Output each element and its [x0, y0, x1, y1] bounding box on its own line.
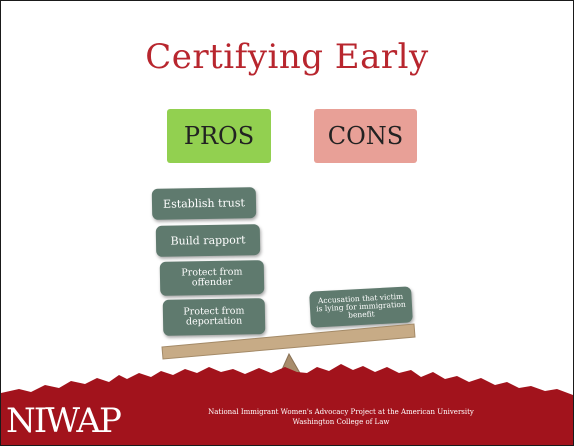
footer-organization: National Immigrant Women's Advocacy Proj…: [161, 407, 521, 427]
cons-item: Accusation that victim is lying for immi…: [309, 286, 413, 328]
fulcrum-triangle: [270, 352, 313, 395]
pros-item: Establish trust: [151, 187, 257, 220]
pros-item-text: Protect from deportation: [183, 305, 245, 328]
pros-item-text: Build rapport: [170, 233, 246, 248]
pros-item: Protect from deportation: [162, 298, 266, 336]
cons-box-bg: [314, 109, 417, 163]
pros-item: Build rapport: [155, 224, 261, 257]
cons-label-text: CONS: [327, 122, 404, 150]
footer-line-2: Washington College of Law: [292, 418, 390, 426]
niwap-logo: NIWAP: [6, 401, 122, 441]
pros-item-text: Protect from offender: [181, 266, 243, 289]
pros-item: Protect from offender: [159, 260, 265, 296]
footer-line-1: National Immigrant Women's Advocacy Proj…: [208, 408, 474, 416]
cons-item-text: Accusation that victim is lying for immi…: [316, 291, 406, 320]
slide-title: Certifying Early: [145, 37, 429, 77]
pros-box-bg: [167, 109, 271, 163]
pros-item-text: Establish trust: [162, 196, 245, 211]
pros-label-text: PROS: [183, 122, 255, 150]
